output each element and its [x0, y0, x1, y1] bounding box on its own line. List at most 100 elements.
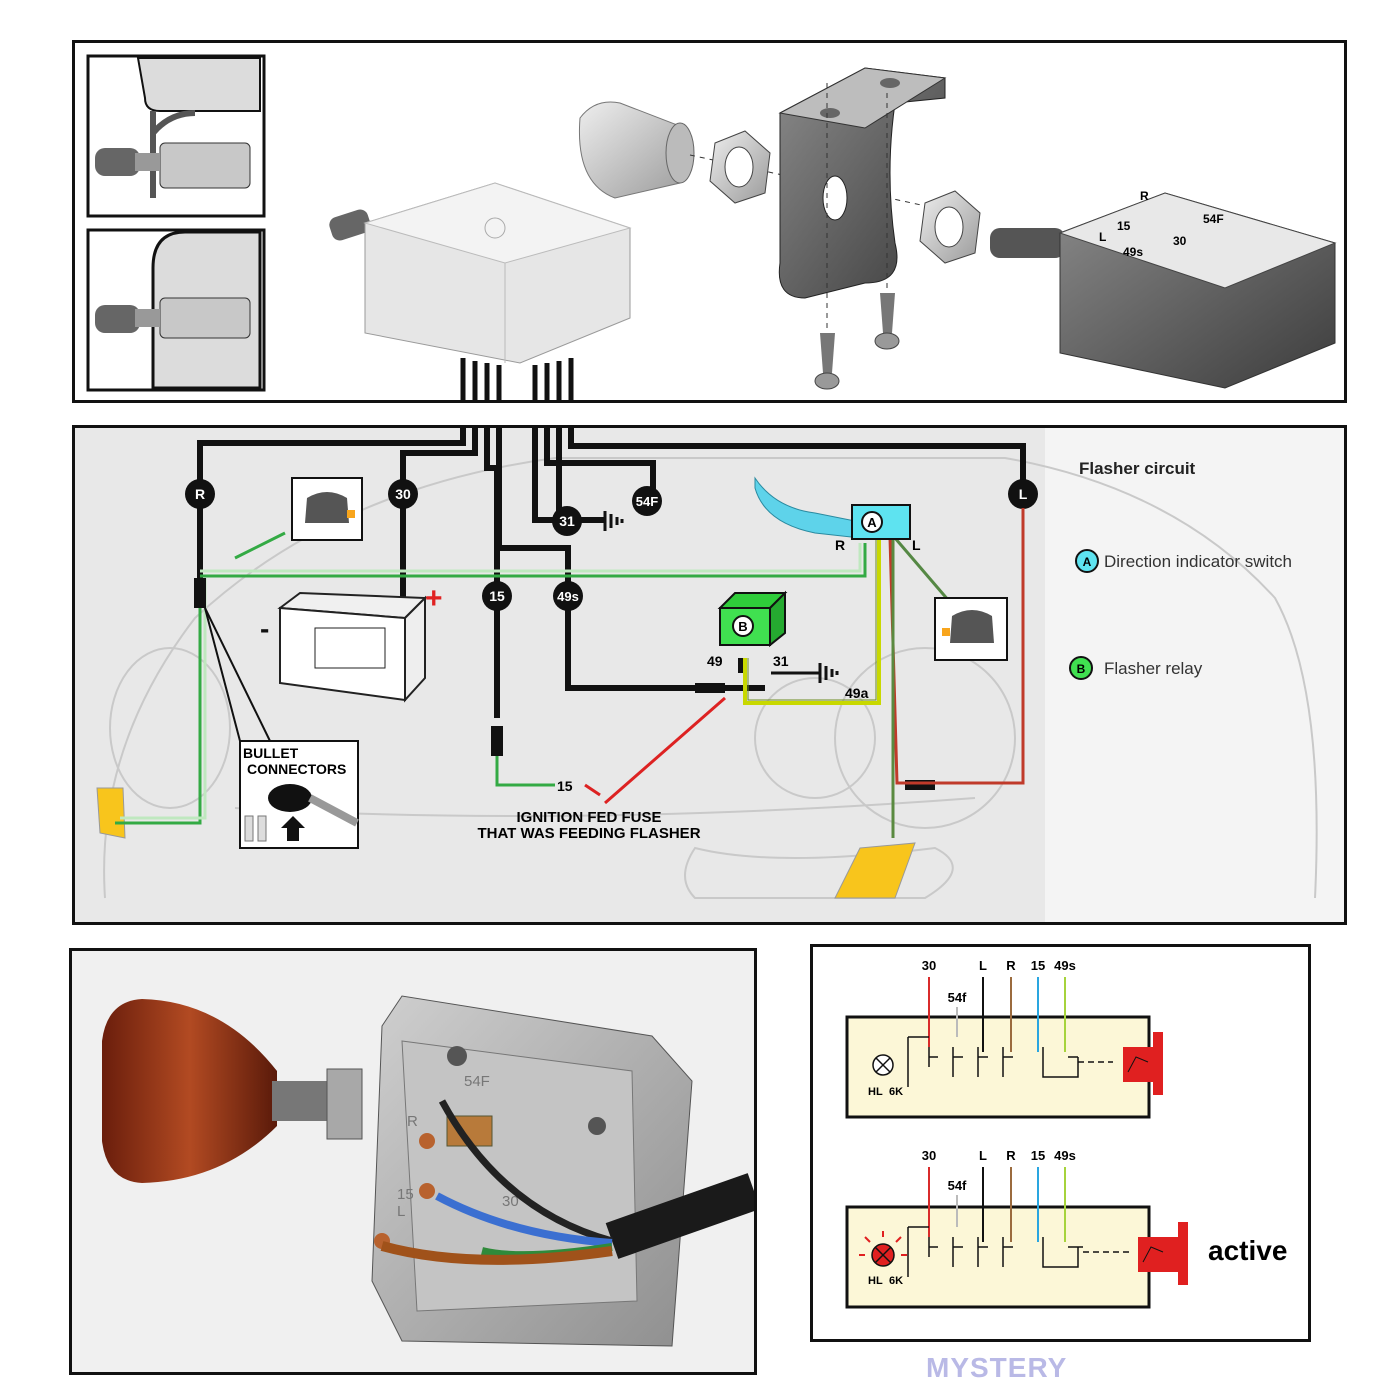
bullet-connector — [695, 683, 725, 693]
svg-text:49s: 49s — [557, 589, 579, 604]
svg-text:54f: 54f — [948, 990, 967, 1005]
terminal-label: R — [1140, 189, 1149, 203]
flasher-circuit-drawing: R 30 54F 31 15 49s L — [75, 428, 1344, 922]
svg-text:CONNECTORS: CONNECTORS — [247, 761, 346, 777]
bullet-connector — [491, 726, 503, 756]
hex-nut — [919, 190, 981, 264]
photo-terminal-mark: 15 — [397, 1186, 414, 1203]
front-left-indicator-lamp — [96, 787, 126, 839]
hex-nut — [709, 130, 771, 204]
photo-terminal-mark: L — [397, 1203, 405, 1220]
relay-label-31: 31 — [773, 653, 789, 669]
svg-text:6K: 6K — [889, 1086, 903, 1098]
rear-right-indicator-icon — [934, 597, 1008, 661]
svg-text:R: R — [195, 486, 205, 502]
flasher-circuit-panel: R 30 54F 31 15 49s L — [72, 425, 1347, 925]
bullet-connector-inset: BULLET CONNECTORS — [204, 607, 359, 849]
svg-text:6K: 6K — [889, 1275, 903, 1287]
relay-label-49a: 49a — [845, 685, 869, 701]
svg-text:A: A — [867, 515, 877, 530]
switch-photo-panel: 54F R 15 30 L — [69, 948, 757, 1375]
flasher-relay: B 49 31 49a — [707, 590, 869, 701]
pull-knob — [578, 101, 695, 199]
wire-tag-15: 15 — [482, 581, 512, 611]
ground-symbol — [583, 511, 624, 531]
switch-state-off: 30 54f L R 15 49s HL 6K — [845, 958, 1163, 1119]
svg-text:15: 15 — [1031, 1148, 1045, 1163]
switch-unit-assembled — [329, 182, 632, 400]
photo-switch-body: 54F R 15 30 L — [371, 995, 693, 1347]
exploded-view-drawing: R 15 54F L 30 49s — [86, 54, 1337, 400]
bullet-connector — [905, 780, 935, 790]
svg-text:L: L — [979, 1148, 987, 1163]
switch-schematic-panel: 30 54f L R 15 49s HL 6K — [810, 944, 1311, 1342]
photo-terminal-mark: 30 — [502, 1193, 519, 1210]
switch-photo: 54F R 15 30 L — [72, 951, 754, 1372]
battery-plus: + — [425, 582, 443, 615]
svg-text:HL: HL — [868, 1086, 883, 1098]
wire-tag-49s: 49s — [553, 581, 583, 611]
front-right-indicator-lamp — [834, 842, 916, 899]
svg-text:15: 15 — [1031, 958, 1045, 973]
switch-unit-exploded: R 15 54F L 30 49s — [990, 189, 1337, 389]
terminal-label: 54F — [1203, 212, 1224, 226]
fuse-note-line1: IGNITION FED FUSE — [516, 809, 661, 826]
photo-terminal-mark: R — [407, 1113, 418, 1130]
screw — [874, 293, 900, 350]
exploded-view-panel: R 15 54F L 30 49s — [72, 40, 1347, 403]
svg-text:30: 30 — [922, 958, 936, 973]
wire-tag-L: L — [1008, 479, 1038, 509]
svg-text:A: A — [1083, 555, 1092, 569]
photo-knob — [102, 999, 363, 1183]
terminal-label: 49s — [1123, 245, 1143, 259]
state-active-label: active — [1208, 1235, 1287, 1266]
svg-text:L: L — [979, 958, 987, 973]
legend-item-B: B Flasher relay — [1069, 656, 1203, 680]
terminal-label: L — [1099, 230, 1106, 244]
mounting-inset-flush — [86, 54, 266, 218]
svg-text:31: 31 — [559, 513, 575, 529]
wire-tag-R: R — [185, 479, 215, 509]
svg-text:R: R — [1006, 958, 1016, 973]
svg-text:49s: 49s — [1054, 1148, 1076, 1163]
battery-minus: - — [260, 613, 269, 644]
svg-text:49s: 49s — [1054, 958, 1076, 973]
terminal-label: 30 — [1173, 234, 1187, 248]
relay-label-49: 49 — [707, 653, 723, 669]
mystery-caption: MYSTERY — [926, 1352, 1068, 1383]
svg-text:L: L — [1019, 486, 1028, 502]
photo-cable — [380, 1099, 754, 1265]
svg-text:54f: 54f — [948, 1178, 967, 1193]
svg-text:15: 15 — [489, 588, 505, 604]
ground-symbol — [771, 663, 839, 683]
fuse-terminal-label: 15 — [557, 778, 573, 794]
mounting-inset-panel — [86, 228, 266, 392]
svg-text:Flasher relay: Flasher relay — [1104, 659, 1203, 678]
svg-text:R: R — [1006, 1148, 1016, 1163]
legend-item-A: A Direction indicator switch — [1075, 549, 1292, 573]
switch-state-active: 30 54f L R 15 49s — [845, 1148, 1287, 1309]
screw — [814, 333, 840, 390]
svg-text:BULLET: BULLET — [243, 745, 299, 761]
switch-label-L: L — [912, 537, 921, 553]
wire-tag-30: 30 — [388, 479, 418, 509]
photo-terminal-mark: 54F — [464, 1073, 490, 1090]
svg-text:30: 30 — [395, 486, 411, 502]
svg-text:B: B — [1077, 662, 1086, 676]
bullet-connector — [194, 578, 206, 608]
direction-indicator-switch: A R L — [754, 476, 921, 553]
flasher-circuit-title: Flasher circuit — [1079, 459, 1196, 478]
mounting-bracket — [778, 67, 947, 299]
fuse-note-line2: THAT WAS FEEDING FLASHER — [477, 825, 700, 842]
wire-tag-31: 31 — [552, 506, 582, 536]
wire-tag-54F: 54F — [632, 486, 662, 516]
switch-schematic: 30 54f L R 15 49s HL 6K — [845, 958, 1287, 1309]
svg-text:B: B — [738, 619, 747, 634]
svg-text:54F: 54F — [636, 494, 658, 509]
terminal-label: 15 — [1117, 219, 1131, 233]
svg-text:Direction indicator switch: Direction indicator switch — [1104, 552, 1292, 571]
svg-text:30: 30 — [922, 1148, 936, 1163]
rear-left-indicator-icon — [291, 477, 363, 541]
switch-label-R: R — [835, 537, 845, 553]
battery: + - — [260, 582, 443, 703]
